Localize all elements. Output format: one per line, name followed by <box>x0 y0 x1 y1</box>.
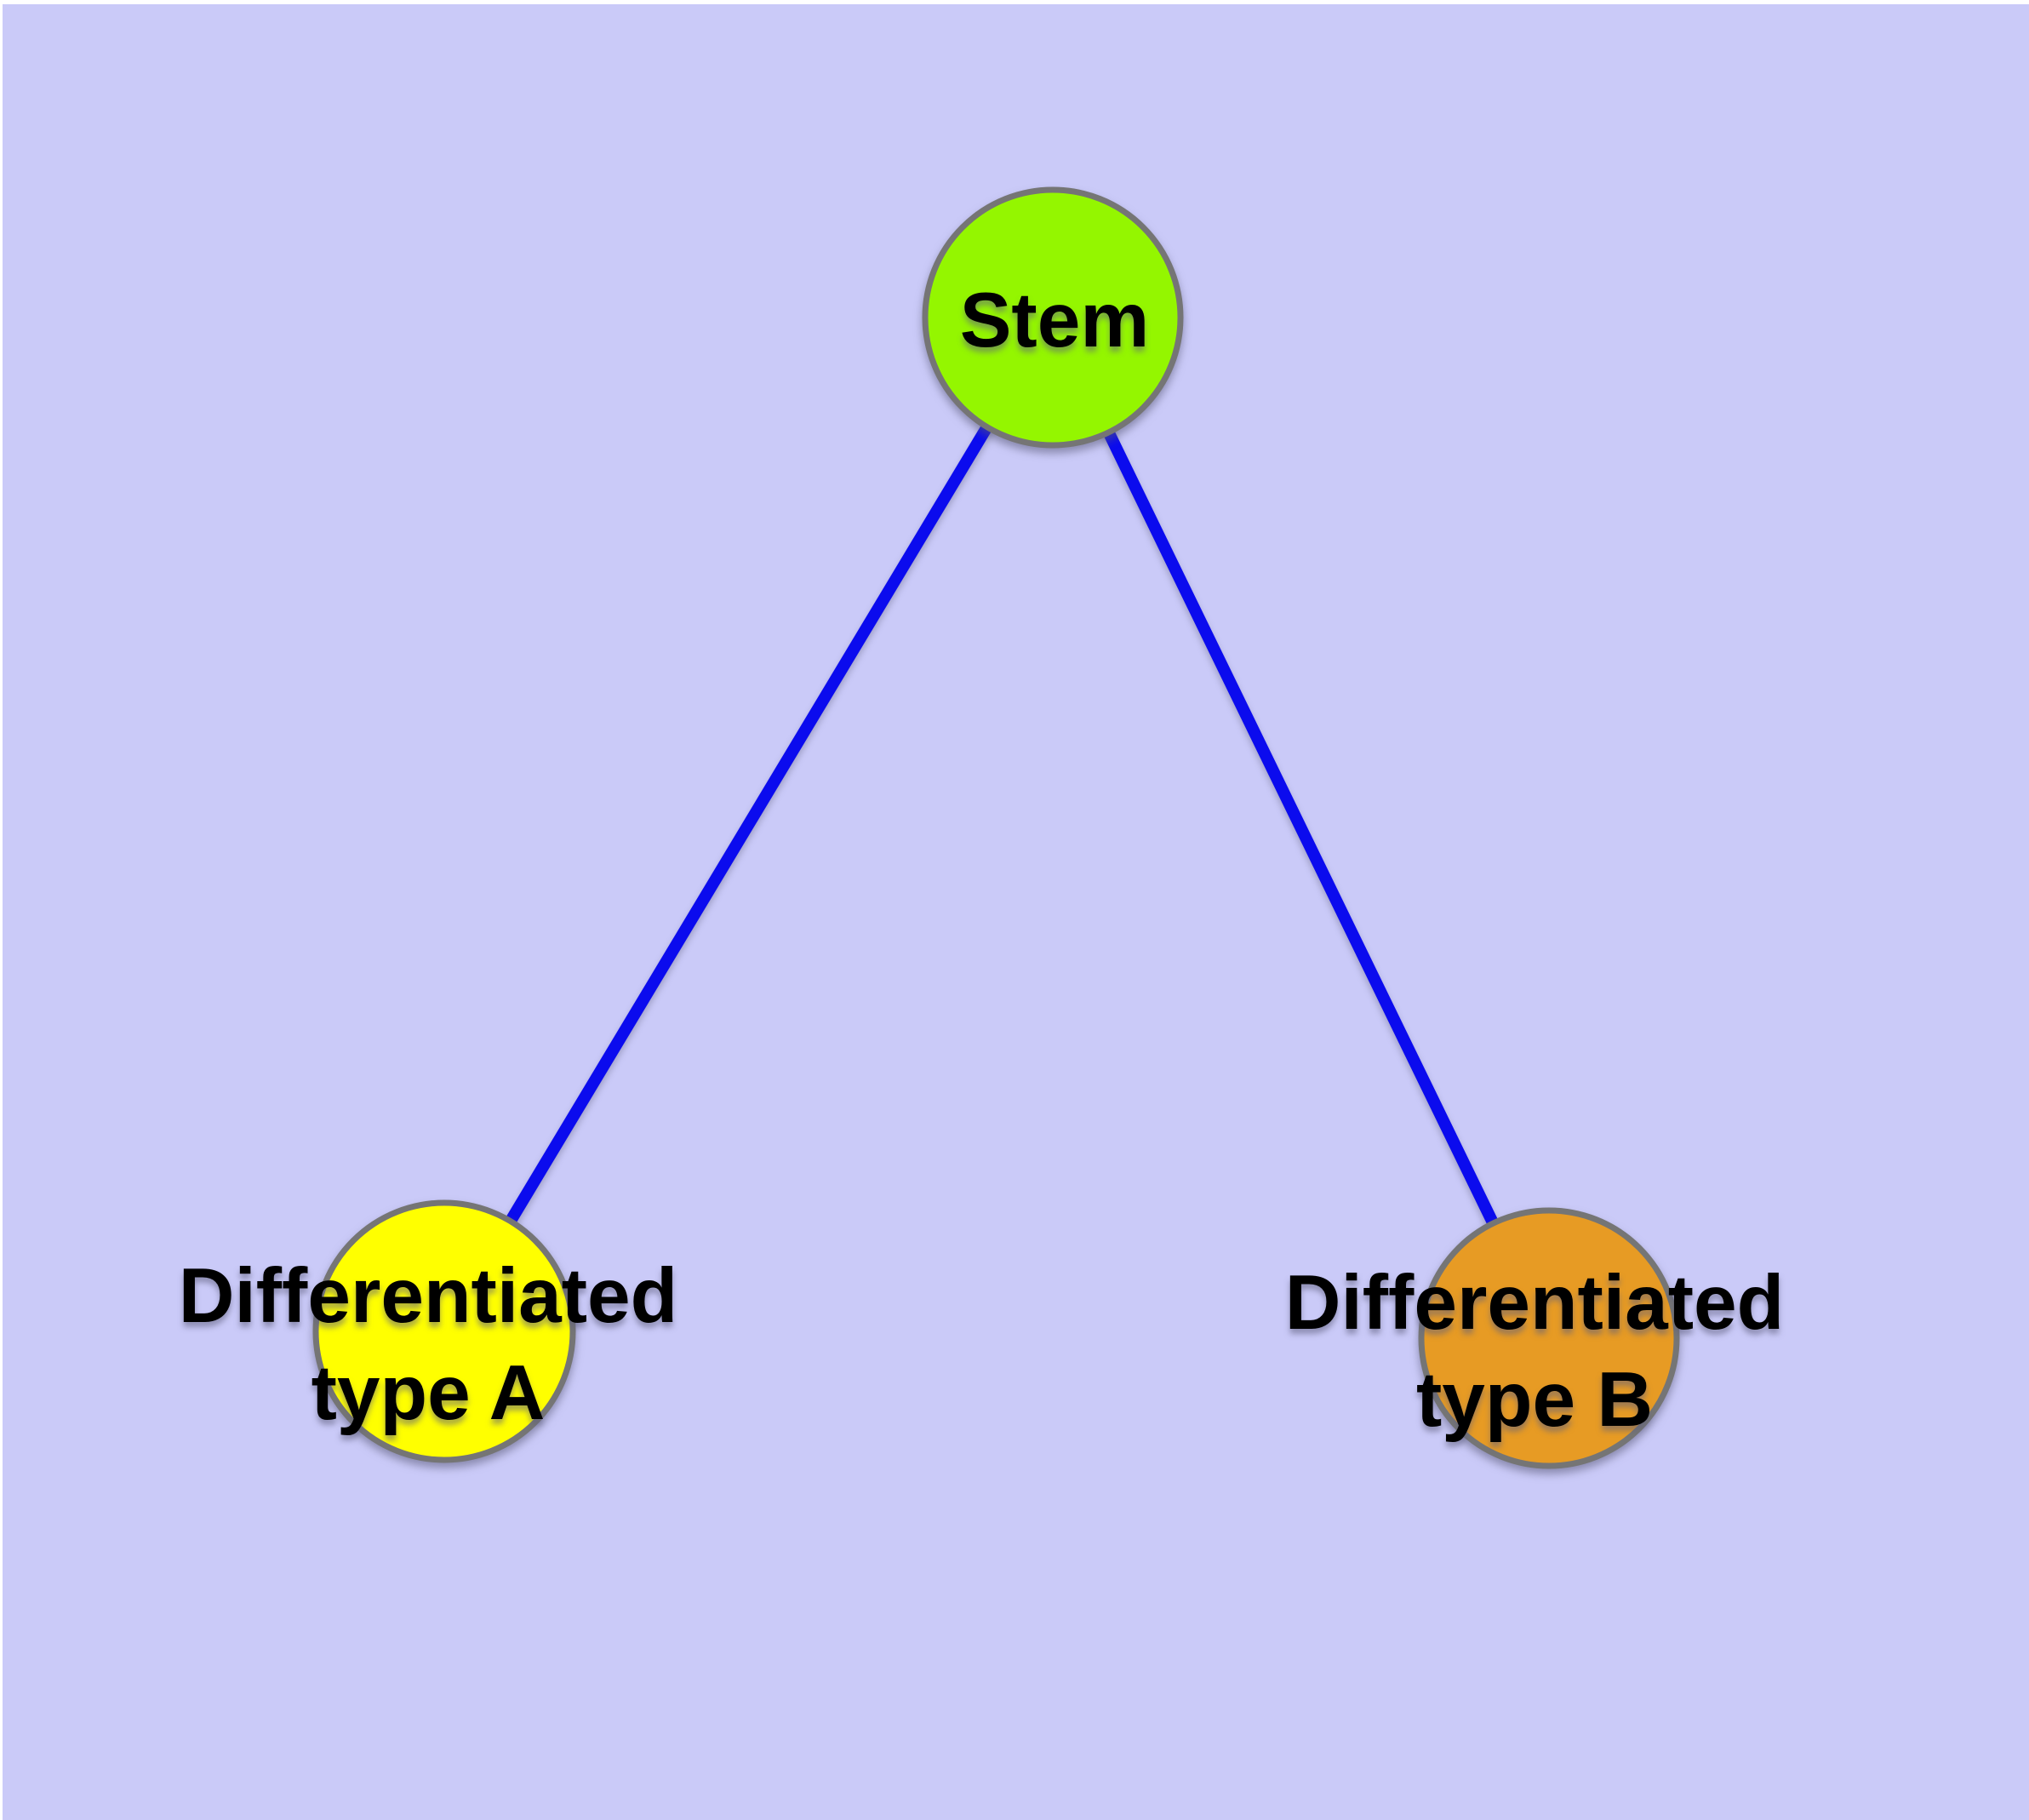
edge-stem-to-type-b <box>1047 314 1555 1342</box>
node-stem-circle[interactable] <box>922 186 1184 449</box>
node-differentiated-type-b-circle[interactable] <box>1418 1207 1680 1469</box>
node-differentiated-type-a-circle[interactable] <box>312 1199 576 1463</box>
edge-stem-to-type-a <box>438 314 1059 1335</box>
